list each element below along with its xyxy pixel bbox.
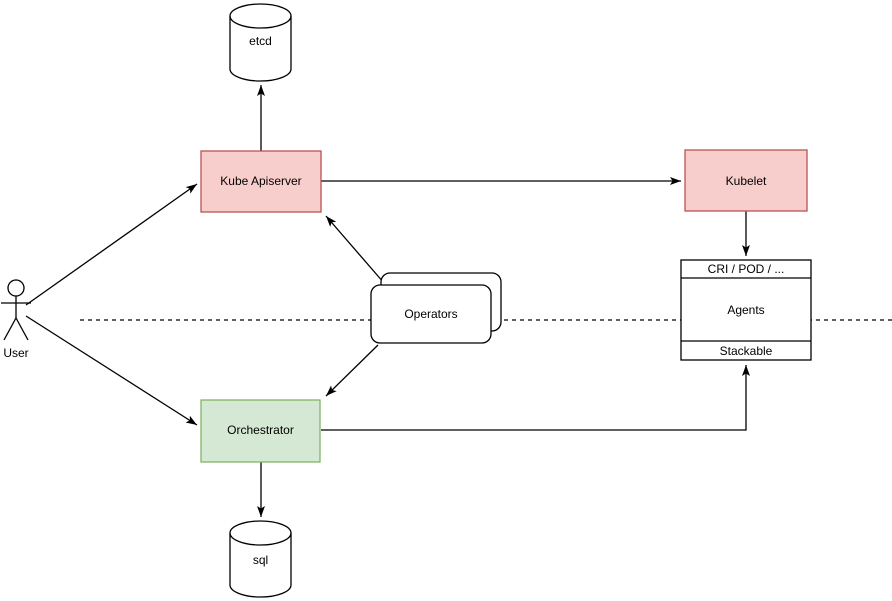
agents-label: Agents (727, 303, 764, 317)
sql-label: sql (253, 553, 268, 567)
edge-user-to-orchestrator (25, 315, 198, 426)
edges (25, 85, 750, 517)
database-cylinder-icon (229, 3, 292, 82)
kubelet-label: Kubelet (726, 174, 767, 188)
node-etcd-database[interactable]: etcd (229, 3, 292, 82)
cri-pod-header-label: CRI / POD / ... (708, 262, 785, 276)
operators-front-card (370, 284, 492, 344)
database-cylinder-rim (229, 15, 292, 29)
etcd-label: etcd (249, 34, 272, 48)
orchestrator-label: Orchestrator (227, 423, 294, 437)
node-agents-stack[interactable]: CRI / POD / ... Agents Stackable (680, 259, 812, 361)
kubelet-box (684, 149, 808, 212)
actor-right-leg (15, 317, 29, 341)
user-label: User (3, 346, 28, 360)
node-kubelet[interactable]: Kubelet (684, 149, 808, 212)
operators-label: Operators (404, 307, 457, 321)
node-sql-database[interactable]: sql (229, 520, 292, 598)
stackable-label: Stackable (720, 344, 773, 358)
edge-operators-to-kube-apiserver (325, 215, 385, 284)
kube-apiserver-label: Kube Apiserver (220, 174, 301, 188)
node-orchestrator[interactable]: Orchestrator (200, 399, 321, 463)
edge-orchestrator-to-stackable (321, 365, 750, 431)
actor-left-leg (3, 317, 17, 341)
database-cylinder-icon (229, 520, 292, 598)
orchestrator-box (200, 399, 321, 463)
node-user-actor[interactable]: User (1, 279, 31, 360)
edge-user-to-kube-apiserver (25, 183, 198, 306)
edge-operators-to-orchestrator (325, 344, 379, 397)
node-kube-apiserver[interactable]: Kube Apiserver (200, 150, 322, 213)
actor-head (7, 279, 25, 297)
database-cylinder-rim (229, 532, 292, 546)
kube-apiserver-box (200, 150, 322, 213)
node-operators[interactable]: Operators (370, 272, 502, 344)
agents-stack-box (680, 259, 812, 361)
